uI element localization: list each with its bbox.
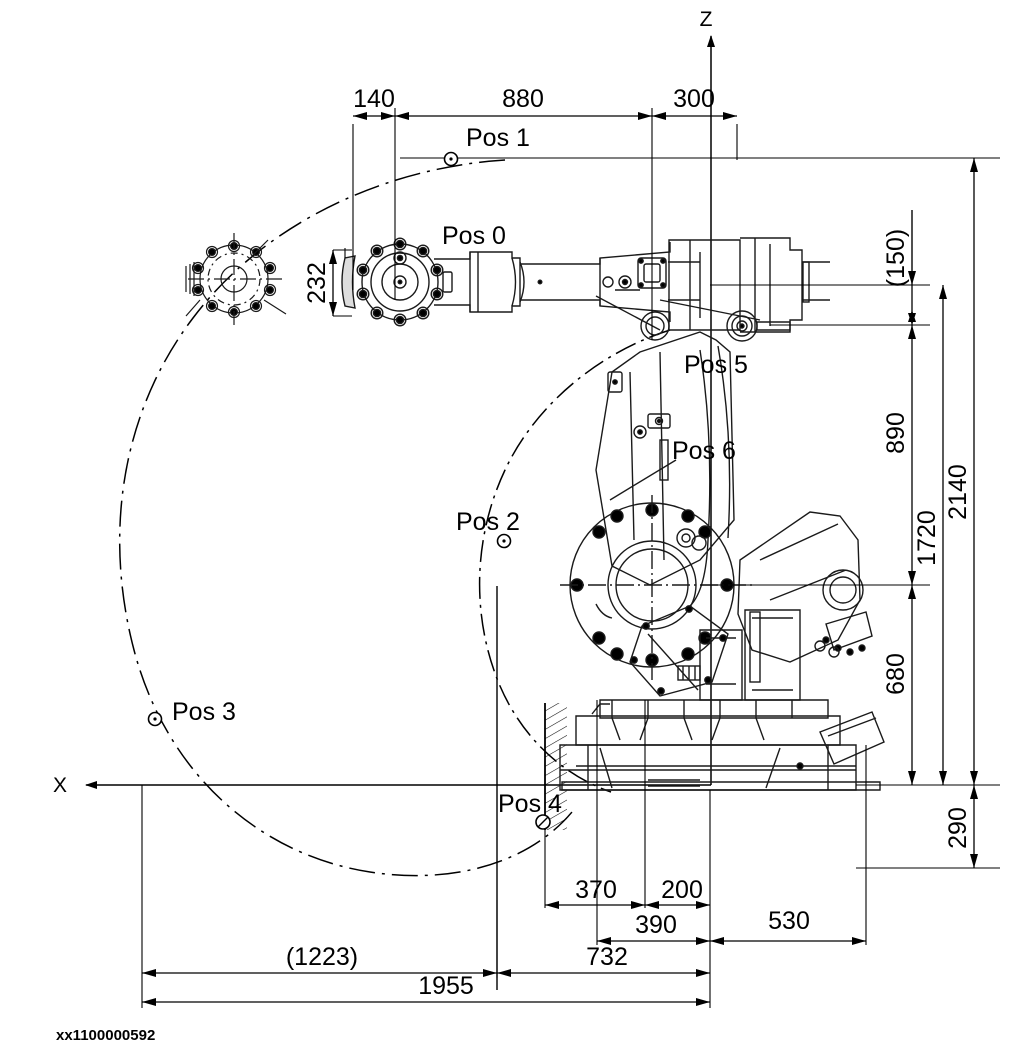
pos1-label: Pos 1 — [466, 124, 530, 152]
dim-732: 732 — [497, 943, 710, 977]
dim-1720-label: 1720 — [913, 510, 941, 566]
dim-2140-label: 2140 — [944, 464, 972, 520]
pos4-label: Pos 4 — [498, 790, 562, 818]
tool-flange — [341, 237, 444, 327]
dim-890: 890 — [882, 325, 916, 585]
hatch-wall — [544, 703, 567, 830]
marker-pos6: Pos 6 — [672, 437, 736, 465]
pos5-label: Pos 5 — [684, 351, 748, 379]
robot-base — [559, 699, 885, 791]
dim-200-label: 200 — [661, 876, 703, 904]
marker-pos2: Pos 2 — [456, 508, 520, 549]
dim-890-label: 890 — [882, 412, 910, 454]
pos3-label: Pos 3 — [172, 698, 236, 726]
dim-200: 200 — [645, 876, 710, 909]
dim-140-label: 140 — [353, 85, 395, 113]
dim-1223: (1223) — [142, 943, 497, 977]
dim-680: 680 — [882, 585, 916, 785]
dim-290: 290 — [944, 785, 978, 868]
marker-pos0: Pos 0 — [442, 222, 506, 250]
axis1-drive — [629, 605, 801, 701]
marker-pos3: Pos 3 — [147, 698, 236, 727]
dimension-group-right: (150) 890 1720 680 21 — [882, 158, 978, 868]
marker-pos4: Pos 4 — [498, 790, 562, 830]
position-markers: Pos 1 Pos 0 Pos 2 Pos 3 Pos 4 Pos 5 Pos … — [147, 124, 748, 830]
drawing-number: xx1100000592 — [56, 1027, 155, 1044]
dim-880: 880 — [395, 85, 652, 120]
dim-1955-label: 1955 — [418, 972, 474, 1000]
wrist-housing — [434, 251, 525, 313]
dim-880-label: 880 — [502, 85, 544, 113]
marker-pos5: Pos 5 — [684, 351, 748, 379]
axis-x: X — [53, 774, 711, 797]
dim-680-label: 680 — [882, 653, 910, 695]
pos6-label: Pos 6 — [672, 437, 736, 465]
pos0-label: Pos 0 — [442, 222, 506, 250]
dim-150-label: (150) — [882, 229, 910, 287]
dim-150: (150) — [882, 210, 916, 287]
shoulder-turret — [560, 495, 752, 680]
dimension-group-top: 140 880 300 — [353, 85, 737, 120]
axis5-pivot — [726, 310, 791, 342]
dim-232-label: 232 — [303, 262, 331, 304]
dim-300-label: 300 — [673, 85, 715, 113]
lower-arm — [595, 331, 735, 607]
counterweight-housing — [737, 511, 873, 663]
dimension-group-bottom: 370 200 390 530 (1223) — [142, 876, 866, 1006]
dim-small-gap — [908, 285, 916, 325]
pos2-label: Pos 2 — [456, 508, 520, 536]
flange-detail-view — [185, 233, 287, 325]
dim-232: 232 — [303, 249, 352, 317]
dim-530-label: 530 — [768, 907, 810, 935]
dim-1955: 1955 — [142, 972, 710, 1006]
dim-1720: 1720 — [913, 285, 947, 785]
axis-x-label: X — [53, 774, 67, 797]
extension-lines — [141, 108, 1000, 1008]
axis-z-label: Z — [700, 8, 713, 31]
dim-530: 530 — [710, 907, 866, 945]
dim-732-label: 732 — [586, 943, 628, 971]
dim-2140: 2140 — [944, 158, 978, 785]
dim-1223-label: (1223) — [286, 943, 358, 971]
dim-300: 300 — [652, 85, 737, 120]
dim-290-label: 290 — [944, 807, 972, 849]
robot-assembly — [185, 233, 885, 791]
dim-370-label: 370 — [575, 876, 617, 904]
work-envelope-inner — [478, 329, 671, 793]
dim-390-label: 390 — [635, 911, 677, 939]
axis-z: Z — [700, 8, 715, 785]
forearm — [520, 239, 741, 331]
dim-370: 370 — [545, 876, 645, 909]
dim-140: 140 — [353, 85, 395, 120]
marker-pos1: Pos 1 — [443, 124, 530, 167]
work-envelope-outer — [118, 159, 573, 877]
dim-390: 390 — [597, 911, 710, 945]
